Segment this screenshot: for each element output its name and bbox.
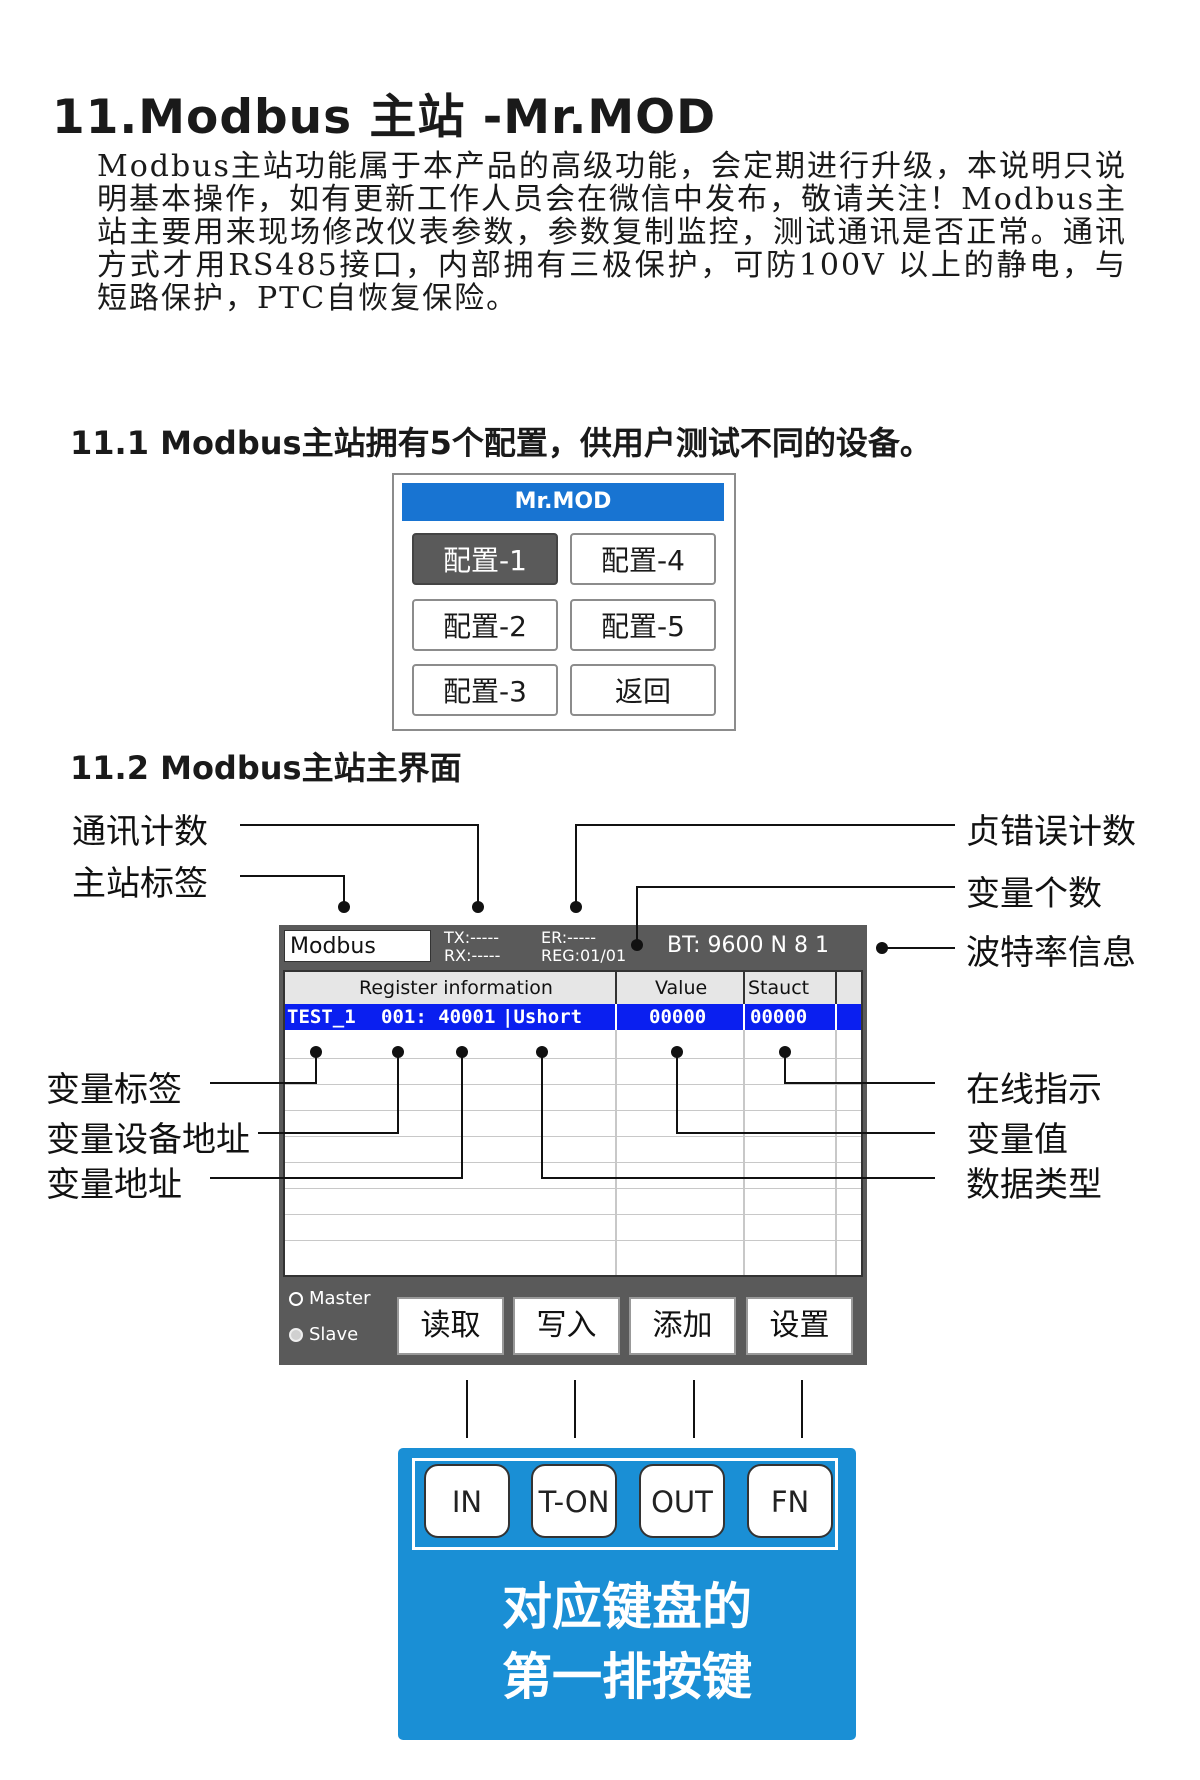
table-row[interactable]: TEST_1 001: 40001 |Ushort 00000 00000 (285, 1004, 861, 1030)
config-3-button[interactable]: 配置-3 (412, 664, 558, 716)
write-button[interactable]: 写入 (513, 1297, 620, 1355)
settings-button[interactable]: 设置 (746, 1297, 853, 1355)
config-1-button[interactable]: 配置-1 (412, 533, 558, 585)
keyboard-panel: IN T-ON OUT FN 对应键盘的 第一排按键 (398, 1448, 856, 1740)
register-table: Register information Value Stauct TEST_1… (283, 970, 863, 1277)
config-4-button[interactable]: 配置-4 (570, 533, 716, 585)
radio-slave-icon (289, 1328, 303, 1342)
section-2-title: 11.2 Modbus主站主界面 (70, 749, 462, 787)
row-value: 00000 (649, 1006, 707, 1028)
header-status: Stauct (748, 977, 810, 999)
annotation-frame-error-count: 贞错误计数 (966, 812, 1136, 852)
key-t-on[interactable]: T-ON (531, 1464, 617, 1538)
annotation-comm-count: 通讯计数 (72, 812, 208, 852)
keyboard-first-row: IN T-ON OUT FN (412, 1458, 838, 1550)
annotation-master-label: 主站标签 (72, 864, 208, 904)
modbus-main-screen: Modbus TX:----- RX:----- ER:----- REG:01… (279, 925, 867, 1365)
config-dialog-title: Mr.MOD (402, 483, 724, 521)
annotation-variable-address: 变量地址 (46, 1165, 182, 1205)
config-5-button[interactable]: 配置-5 (570, 599, 716, 651)
tx-counter: TX:----- (444, 928, 499, 947)
intro-paragraph: Modbus主站功能属于本产品的高级功能，会定期进行升级，本说明只说明基本操作，… (97, 149, 1127, 316)
keyboard-caption-1: 对应键盘的 (502, 1578, 752, 1636)
row-data-type: |Ushort (502, 1006, 583, 1028)
row-variable-tag: TEST_1 (287, 1006, 356, 1028)
annotation-data-type: 数据类型 (966, 1165, 1102, 1205)
key-in[interactable]: IN (424, 1464, 510, 1538)
row-variable-address: 001: 40001 (381, 1006, 496, 1028)
annotation-device-address: 变量设备地址 (46, 1120, 250, 1160)
baud-rate-info: BT: 9600 N 8 1 (667, 933, 829, 958)
page-heading: 11.Modbus 主站 -Mr.MOD (52, 90, 717, 145)
header-register-info: Register information (359, 977, 553, 999)
key-fn[interactable]: FN (747, 1464, 833, 1538)
master-label-field: Modbus (284, 930, 431, 962)
reg-counter: REG:01/01 (541, 946, 627, 965)
config-dialog: Mr.MOD 配置-1 配置-4 配置-2 配置-5 配置-3 返回 (392, 473, 736, 731)
keyboard-caption-2: 第一排按键 (502, 1648, 752, 1706)
annotation-variable-tag: 变量标签 (46, 1070, 182, 1110)
annotation-variable-count: 变量个数 (966, 874, 1102, 914)
key-out[interactable]: OUT (639, 1464, 725, 1538)
header-value: Value (655, 977, 708, 999)
annotation-baud-info: 波特率信息 (966, 933, 1136, 973)
config-2-button[interactable]: 配置-2 (412, 599, 558, 651)
back-button[interactable]: 返回 (570, 664, 716, 716)
rx-counter: RX:----- (444, 946, 501, 965)
radio-master-icon (289, 1292, 303, 1306)
annotation-variable-value: 变量值 (966, 1120, 1068, 1160)
annotation-online-indicator: 在线指示 (966, 1070, 1102, 1110)
radio-master[interactable]: Master (289, 1288, 370, 1309)
radio-slave[interactable]: Slave (289, 1324, 358, 1345)
row-status: 00000 (750, 1006, 808, 1028)
read-button[interactable]: 读取 (397, 1297, 504, 1355)
add-button[interactable]: 添加 (629, 1297, 736, 1355)
er-counter: ER:----- (541, 928, 596, 947)
section-1-title: 11.1 Modbus主站拥有5个配置，供用户测试不同的设备。 (70, 424, 932, 462)
